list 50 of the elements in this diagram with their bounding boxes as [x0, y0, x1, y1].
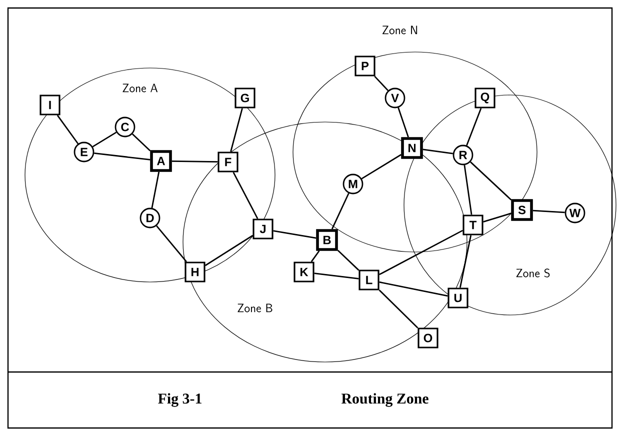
router-box: S [511, 199, 533, 221]
link-line [470, 161, 512, 200]
link-line [422, 148, 453, 154]
caption-text: Fig 3-1 [158, 393, 202, 407]
router-box: I [40, 94, 60, 116]
link-line [172, 160, 218, 163]
link-line [379, 281, 448, 297]
router-box: H [184, 262, 206, 282]
zone-label: Zone S [516, 268, 550, 278]
link-line [464, 165, 472, 215]
router-box: J [252, 218, 274, 240]
router-box: L [358, 270, 380, 290]
link-line [230, 108, 243, 152]
router-box: U [448, 288, 468, 308]
caption-text: Routing Zone [341, 393, 428, 407]
link-line [374, 76, 389, 92]
router-box: N [401, 137, 423, 159]
link-line [532, 210, 565, 214]
router-box: A [150, 150, 172, 172]
link-line [483, 212, 512, 222]
link-line [466, 108, 482, 146]
router-box: G [234, 88, 256, 108]
link-line [151, 172, 160, 208]
link-line [92, 132, 117, 148]
link-line [331, 192, 350, 230]
router-box: K [294, 262, 314, 282]
link-line [94, 152, 150, 160]
link-line [459, 235, 472, 288]
link-line [378, 290, 418, 328]
router-box: T [462, 214, 484, 236]
link-line [232, 172, 258, 220]
link-line [156, 225, 187, 262]
link-line [398, 107, 409, 138]
link-line [378, 230, 464, 276]
link-line [314, 272, 359, 280]
link-line [204, 234, 254, 266]
router-box: O [418, 328, 438, 348]
link-line [337, 250, 360, 271]
router-box: Q [474, 88, 496, 108]
zone-label: Zone A [122, 84, 158, 92]
router-box: B [316, 229, 338, 251]
zone-label: Zone N [382, 26, 418, 34]
zone-label: Zone B [238, 304, 272, 312]
router-box: P [354, 56, 376, 76]
link-line [273, 230, 316, 239]
link-line [310, 250, 320, 262]
router-box: F [218, 152, 238, 172]
link-line [56, 114, 79, 144]
link-line [361, 154, 402, 180]
link-line [132, 133, 151, 152]
